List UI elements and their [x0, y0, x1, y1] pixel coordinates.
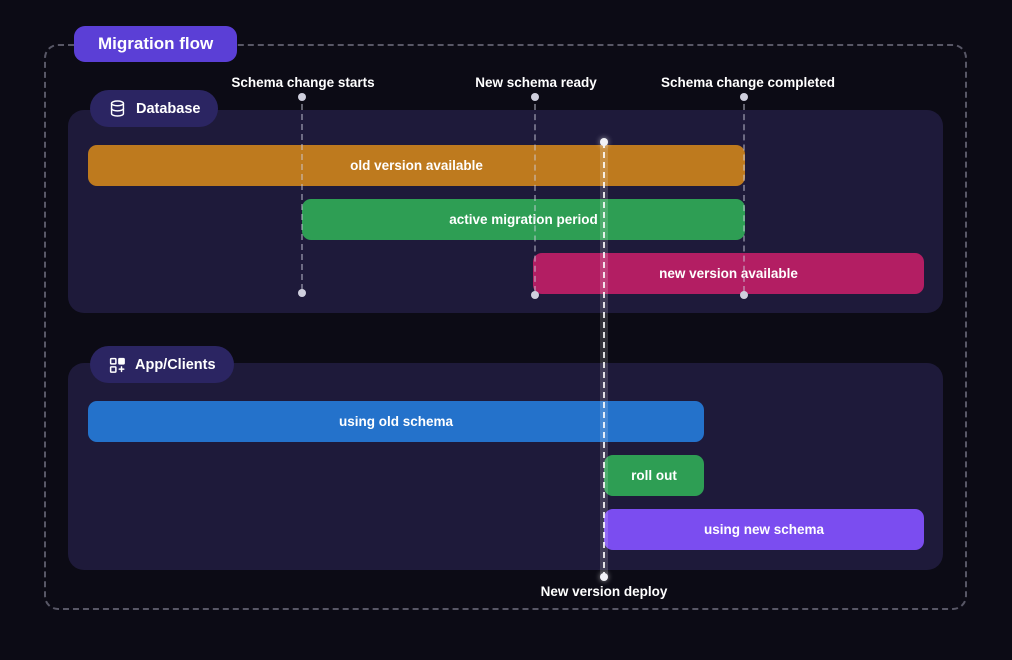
bar-using-new-schema: using new schema [604, 509, 924, 550]
milestone-dot-deploy-bottom [600, 573, 608, 581]
bar-using-old-schema: using old schema [88, 401, 704, 442]
apps-icon [108, 356, 126, 374]
milestone-dot [740, 93, 748, 101]
diagram-title-badge: Migration flow [74, 26, 238, 62]
bar-new-version-available: new version available [533, 253, 924, 294]
bar-old-version-available: old version available [88, 145, 745, 186]
bar-label: new version available [659, 266, 798, 281]
bar-label: roll out [631, 468, 677, 483]
bar-active-migration-period: active migration period [302, 199, 745, 240]
bar-label: using old schema [338, 414, 454, 429]
database-section-pill: Database [90, 90, 219, 127]
app-clients-section-pill: App/Clients [90, 346, 234, 383]
milestone-label-new-schema-ready: New schema ready [475, 75, 597, 90]
bar-label: using new schema [703, 522, 825, 537]
milestone-dot [531, 291, 539, 299]
deploy-dashed-line [603, 142, 605, 578]
milestone-dot [298, 93, 306, 101]
diagram-title: Migration flow [98, 34, 214, 53]
diagram-frame [44, 44, 967, 610]
milestone-line-new-version-deploy [600, 142, 608, 578]
milestone-dot [740, 291, 748, 299]
milestone-line-schema-change-completed [743, 104, 745, 292]
milestone-dot [531, 93, 539, 101]
milestone-dot [298, 289, 306, 297]
bar-roll-out: roll out [604, 455, 704, 496]
milestone-label-new-version-deploy: New version deploy [540, 584, 668, 599]
database-section-label: Database [136, 100, 201, 117]
milestone-label-schema-change-starts: Schema change starts [231, 75, 375, 90]
milestone-dot-deploy-top [600, 138, 608, 146]
milestone-line-schema-change-starts [301, 104, 303, 290]
milestone-line-new-schema-ready [534, 104, 536, 292]
milestone-label-schema-change-completed: Schema change completed [660, 75, 836, 90]
app-clients-section-label: App/Clients [135, 356, 216, 373]
database-icon [108, 99, 127, 118]
bar-label: active migration period [449, 212, 598, 227]
bar-label: old version available [350, 158, 483, 173]
